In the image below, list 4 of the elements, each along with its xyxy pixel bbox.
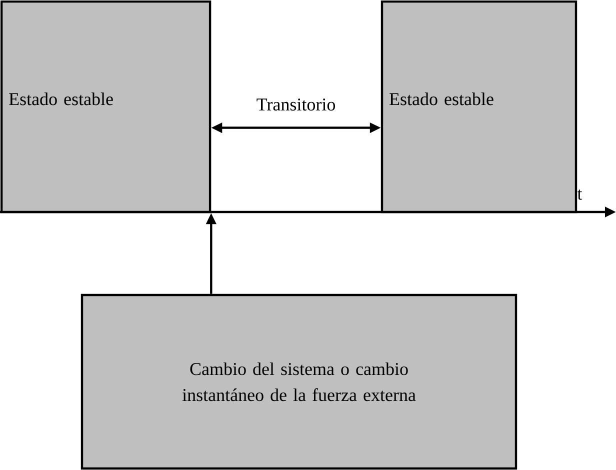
process-box: Cambio del sistema o cambio instantáneo de la fuerza externa (80, 294, 518, 470)
edge-label: Transitorio (256, 98, 336, 111)
process-box: Estado estable (380, 0, 578, 214)
process-box: Estado estable (0, 0, 212, 214)
